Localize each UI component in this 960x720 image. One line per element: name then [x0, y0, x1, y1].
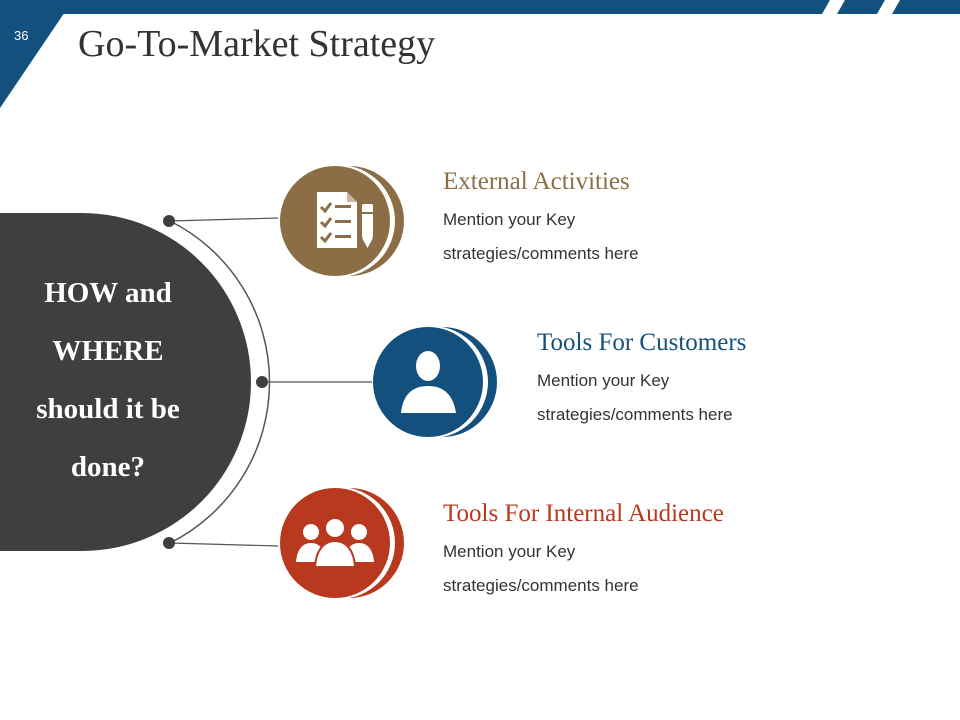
user-icon — [401, 351, 456, 413]
center-line-2: WHERE — [52, 335, 164, 367]
item-3-desc-line-1: Mention your Key — [443, 542, 576, 561]
header-stripe-1 — [837, 0, 885, 14]
item-3-description: Mention your Key strategies/comments her… — [443, 535, 703, 603]
item-1-badge — [280, 165, 404, 277]
item-3-desc-line-2: strategies/comments here — [443, 576, 639, 595]
corner-triangle — [0, 0, 73, 108]
slide-title: Go-To-Market Strategy — [78, 23, 436, 65]
center-line-4: done? — [70, 451, 146, 483]
connector-line-3 — [169, 542, 279, 547]
item-3-title: Tools For Internal Audience — [443, 500, 724, 527]
center-question: HOW and WHERE should it be done? — [8, 264, 208, 496]
item-2-desc-line-1: Mention your Key — [537, 371, 670, 390]
center-line-1: HOW and — [44, 277, 172, 309]
center-line-3: should it be — [36, 393, 180, 425]
item-1-description: Mention your Key strategies/comments her… — [443, 203, 703, 271]
connector-line-1 — [169, 217, 279, 222]
connector-dot-2 — [256, 376, 268, 388]
checklist-icon — [317, 192, 373, 248]
item-3-badge — [280, 487, 404, 599]
item-2-badge — [373, 326, 497, 438]
item-2-description: Mention your Key strategies/comments her… — [537, 364, 797, 432]
header-bar — [52, 0, 830, 14]
item-2-desc-line-2: strategies/comments here — [537, 405, 733, 424]
slide-number: 36 — [14, 28, 29, 43]
center-shape — [0, 213, 251, 551]
item-2-title: Tools For Customers — [537, 329, 747, 356]
item-1-title: External Activities — [443, 168, 630, 195]
connector-dot-3 — [163, 537, 175, 549]
header-stripe-2 — [892, 0, 960, 14]
connector-dot-1 — [163, 215, 175, 227]
team-icon — [296, 517, 374, 568]
item-1-desc-line-2: strategies/comments here — [443, 244, 639, 263]
item-1-desc-line-1: Mention your Key — [443, 210, 576, 229]
